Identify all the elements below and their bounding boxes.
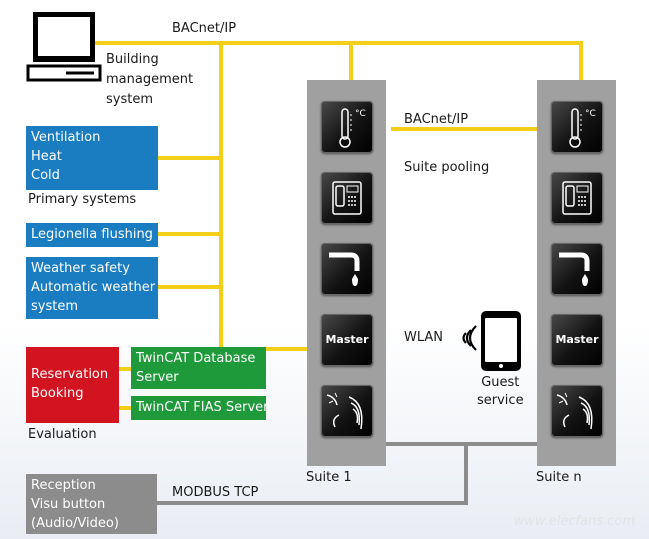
weather-line: Weather safety (31, 261, 130, 276)
primary-line: Ventilation (31, 130, 101, 145)
reservation-box: Reservation Booking (26, 347, 119, 423)
bms-label-line: Building (106, 52, 159, 67)
water-tap-button[interactable] (321, 243, 373, 295)
weather-line: system (31, 299, 78, 314)
modbus-wire-suites (385, 442, 541, 446)
weather-box: Weather safety Automatic weather system (26, 257, 158, 319)
bacnet-label-suite: BACnet/IP (404, 112, 469, 127)
bus-branch-weather (158, 285, 222, 289)
tablet-icon (480, 310, 522, 372)
bms-label-line: management (106, 72, 194, 87)
twincat-db-box: TwinCAT Database Server (131, 347, 266, 389)
guest-line: service (477, 393, 524, 408)
computer-icon (26, 10, 102, 84)
bus-drop-suiten (579, 41, 583, 81)
reception-line: (Audio/Video) (31, 516, 119, 531)
suiten-label: Suite n (536, 470, 582, 485)
bus-link-res-db (119, 367, 131, 371)
light-blinds-icon (326, 392, 363, 430)
legionella-box: Legionella flushing (26, 223, 158, 247)
primary-line: Heat (31, 149, 62, 164)
suite-pooling-label: Suite pooling (404, 160, 490, 175)
bus-branch-legionella (158, 232, 222, 236)
water-tap-button[interactable] (551, 243, 603, 295)
master-button[interactable]: Master (321, 314, 373, 366)
water-tap-icon (329, 252, 360, 286)
bacnet-bus-top (93, 41, 583, 45)
thermometer-icon: °C (569, 108, 596, 148)
modbus-wire-vertical (464, 442, 468, 505)
thermostat-button[interactable]: °C (551, 101, 603, 153)
bus-suite-link (391, 127, 537, 131)
master-button[interactable]: Master (551, 314, 603, 366)
twincat-fias-box: TwinCAT FIAS Server (131, 396, 269, 420)
thermometer-icon: °C (339, 108, 366, 148)
bms-label: Building management system (106, 50, 193, 110)
light-blinds-button[interactable] (551, 385, 603, 437)
reservation-line: Reservation (31, 367, 109, 382)
master-button-label: Master (555, 333, 599, 346)
guest-line: Guest (481, 375, 520, 390)
phone-icon (332, 181, 362, 215)
bus-link-res-fias (119, 406, 131, 410)
guest-service-label: Guest service (477, 374, 524, 410)
primary-systems-box: Ventilation Heat Cold (26, 126, 158, 190)
weather-line: Automatic weather (31, 280, 156, 295)
reception-line: Visu button (31, 497, 106, 512)
twincat-db-line: TwinCAT Database (136, 351, 256, 366)
bms-label-line: system (106, 92, 153, 107)
suite1-label: Suite 1 (306, 470, 352, 485)
light-blinds-button[interactable] (321, 385, 373, 437)
light-blinds-icon (556, 392, 593, 430)
celsius-text: °C (355, 109, 366, 119)
phone-button[interactable] (551, 172, 603, 224)
thermostat-button[interactable]: °C (321, 101, 373, 153)
wifi-signal-icon (450, 320, 480, 356)
bus-branch-primary (158, 156, 222, 160)
modbus-wire-horizontal (157, 501, 468, 505)
celsius-text: °C (585, 109, 596, 119)
reception-box: Reception Visu button (Audio/Video) (26, 474, 157, 534)
modbus-label: MODBUS TCP (172, 485, 259, 500)
twincat-db-line: Server (136, 370, 179, 385)
primary-caption: Primary systems (28, 192, 137, 207)
evaluation-caption: Evaluation (28, 427, 97, 442)
wlan-label: WLAN (404, 330, 444, 345)
bus-vertical-trunk (219, 41, 223, 350)
reception-line: Reception (31, 478, 96, 493)
master-button-label: Master (325, 333, 369, 346)
bus-drop-suite1 (349, 41, 353, 81)
primary-line: Cold (31, 168, 60, 183)
watermark: www.elecfans.com (513, 514, 635, 529)
reservation-line: Booking (31, 386, 84, 401)
phone-icon (562, 181, 592, 215)
phone-button[interactable] (321, 172, 373, 224)
bacnet-label-top: BACnet/IP (172, 21, 237, 36)
water-tap-icon (559, 252, 590, 286)
